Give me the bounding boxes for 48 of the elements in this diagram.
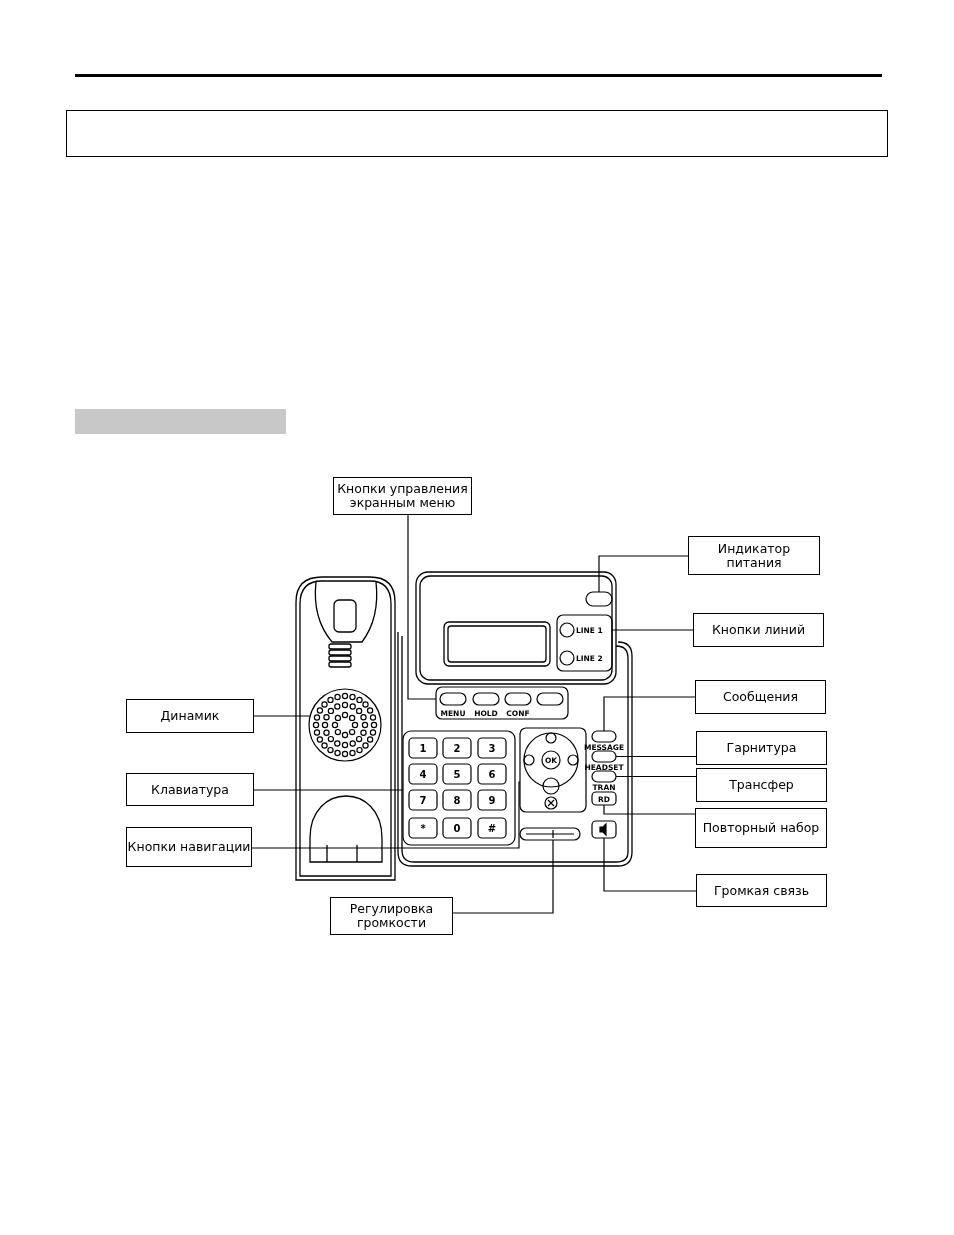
key-label: 6 xyxy=(488,769,496,780)
leader-line xyxy=(603,804,696,815)
section-bar xyxy=(75,409,286,434)
key-label: 0 xyxy=(453,823,461,834)
redial-key xyxy=(591,791,617,806)
message-key xyxy=(591,730,617,743)
key-label: 4 xyxy=(419,769,427,780)
callout-box: Сообщения xyxy=(695,680,826,714)
key-label: 3 xyxy=(488,743,496,754)
leader-line xyxy=(598,555,689,593)
softkey-row xyxy=(435,686,569,720)
power-indicator xyxy=(585,591,613,607)
line-key-panel xyxy=(556,614,613,672)
key-label: # xyxy=(487,823,497,834)
leader-line xyxy=(603,696,696,732)
leader-line xyxy=(611,629,694,631)
speaker-grille xyxy=(308,688,382,762)
callout-box: Громкая связь xyxy=(696,874,827,907)
leader-line xyxy=(253,715,311,717)
callout-box: Кнопки навигации xyxy=(126,827,252,867)
keypad xyxy=(402,730,516,846)
key-label: * xyxy=(420,823,426,834)
callout-box: Гарнитура xyxy=(696,731,827,765)
callout-box: Кнопки управления экранным меню xyxy=(333,477,472,515)
leader-line xyxy=(251,781,521,849)
callout-box: Индикатор питания xyxy=(688,536,820,575)
key-label: 5 xyxy=(453,769,461,780)
leader-line xyxy=(615,755,697,758)
speakerphone-key xyxy=(591,820,617,839)
key-label: 7 xyxy=(419,795,427,806)
callout-box: Динамик xyxy=(126,699,254,733)
headset-key xyxy=(591,750,617,763)
leader-line xyxy=(253,789,404,791)
transfer-key xyxy=(591,770,617,783)
leader-line xyxy=(615,775,697,778)
key-label: 8 xyxy=(453,795,461,806)
key-label: 2 xyxy=(453,743,461,754)
callout-box: Клавиатура xyxy=(126,773,254,806)
leader-line xyxy=(603,837,697,892)
key-label: 1 xyxy=(419,743,427,754)
leader-line xyxy=(452,839,554,914)
volume-bar xyxy=(519,827,581,841)
callout-box: Трансфер xyxy=(696,768,827,802)
callout-box: Кнопки линий xyxy=(693,613,824,647)
callout-box: Регулировка громкости xyxy=(330,897,453,935)
key-label: 9 xyxy=(488,795,496,806)
callout-box: Повторный набор xyxy=(695,808,827,848)
leader-line xyxy=(407,514,437,700)
